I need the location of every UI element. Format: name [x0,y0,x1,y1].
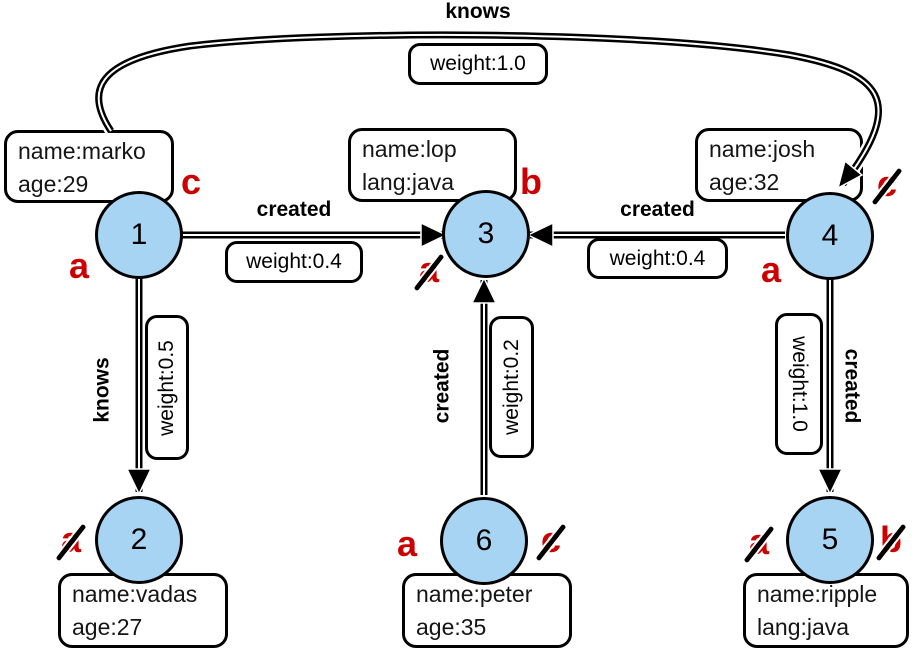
vertex-4-circle: 4 [786,192,874,280]
arrowhead-created-6-3 [470,276,498,304]
vertex-1-properties: name:marko age:29 [4,130,174,203]
property-line: age:29 [18,171,89,197]
vertex-id: 6 [475,524,493,557]
step-marker-b-struck: b [880,519,902,560]
arrowhead-created-4-5 [816,468,844,496]
vertex-3-circle: 3 [442,190,530,278]
vertex-id: 1 [130,218,148,251]
step-marker-a-struck: a [418,249,440,290]
property-line: lang:java [362,169,455,195]
property-line: age:27 [72,614,143,640]
vertex-2-circle: 2 [95,496,183,584]
property-line: lang:java [757,614,850,640]
edge-created-6-3-weight: weight:0.2 [489,316,534,458]
vertex-5-properties: name:ripple lang:java [743,573,909,648]
edge-knows-1-2-weight: weight:0.5 [145,315,189,460]
arrowhead-knows-1-4 [836,159,864,190]
vertex-id: 4 [821,219,839,252]
edge-created-1-3-label: created [256,198,332,221]
edge-created-4-3-label: created [620,198,695,221]
edge-created-4-5-label: created [840,348,863,424]
step-marker-a-struck: a [60,519,82,560]
vertex-2-properties: name:vadas age:27 [58,573,228,648]
step-marker-a: a [760,249,782,290]
step-marker-c-struck: c [876,163,898,204]
vertex-5-circle: 5 [786,496,874,584]
property-line: name:josh [709,136,816,162]
step-marker-a: a [68,245,90,286]
edge-created-4-5-weight: weight:1.0 [775,313,823,455]
property-line: name:marko [18,138,146,164]
edge-knows-1-2-label: knows [91,357,115,423]
arrowhead-knows-1-2 [125,468,153,496]
edge-created-1-3-weight: weight:0.4 [225,241,363,283]
step-marker-a-struck: a [748,521,770,562]
step-marker-a: a [396,523,418,564]
vertex-3-properties: name:lop lang:java [348,128,517,202]
vertex-id: 3 [477,217,495,250]
property-line: name:vadas [72,581,198,607]
edge-knows-1-4-label: knows [445,0,511,23]
edge-knows-1-4-weight: weight:1.0 [408,43,548,85]
arrowhead-created-4-3 [526,221,554,249]
vertex-4-properties: name:josh age:32 [695,128,863,202]
step-marker-c: c [180,161,202,202]
step-marker-c-struck: c [540,519,562,560]
vertex-6-circle: 6 [440,497,528,585]
edge-centerline [97,33,880,185]
edge-created-6-3-label: created [430,348,453,424]
property-line: age:35 [416,614,487,640]
property-line: name:ripple [757,581,878,607]
vertex-1-circle: 1 [95,191,183,279]
vertex-id: 2 [130,523,148,556]
property-line: name:peter [416,581,533,607]
arrowhead-created-1-3 [420,221,448,249]
step-marker-b: b [520,161,542,202]
property-line: age:32 [709,169,780,195]
edge-created-4-3-weight: weight:0.4 [587,238,728,279]
vertex-id: 5 [821,523,839,556]
vertex-6-properties: name:peter age:35 [402,573,572,648]
property-line: name:lop [362,136,457,162]
